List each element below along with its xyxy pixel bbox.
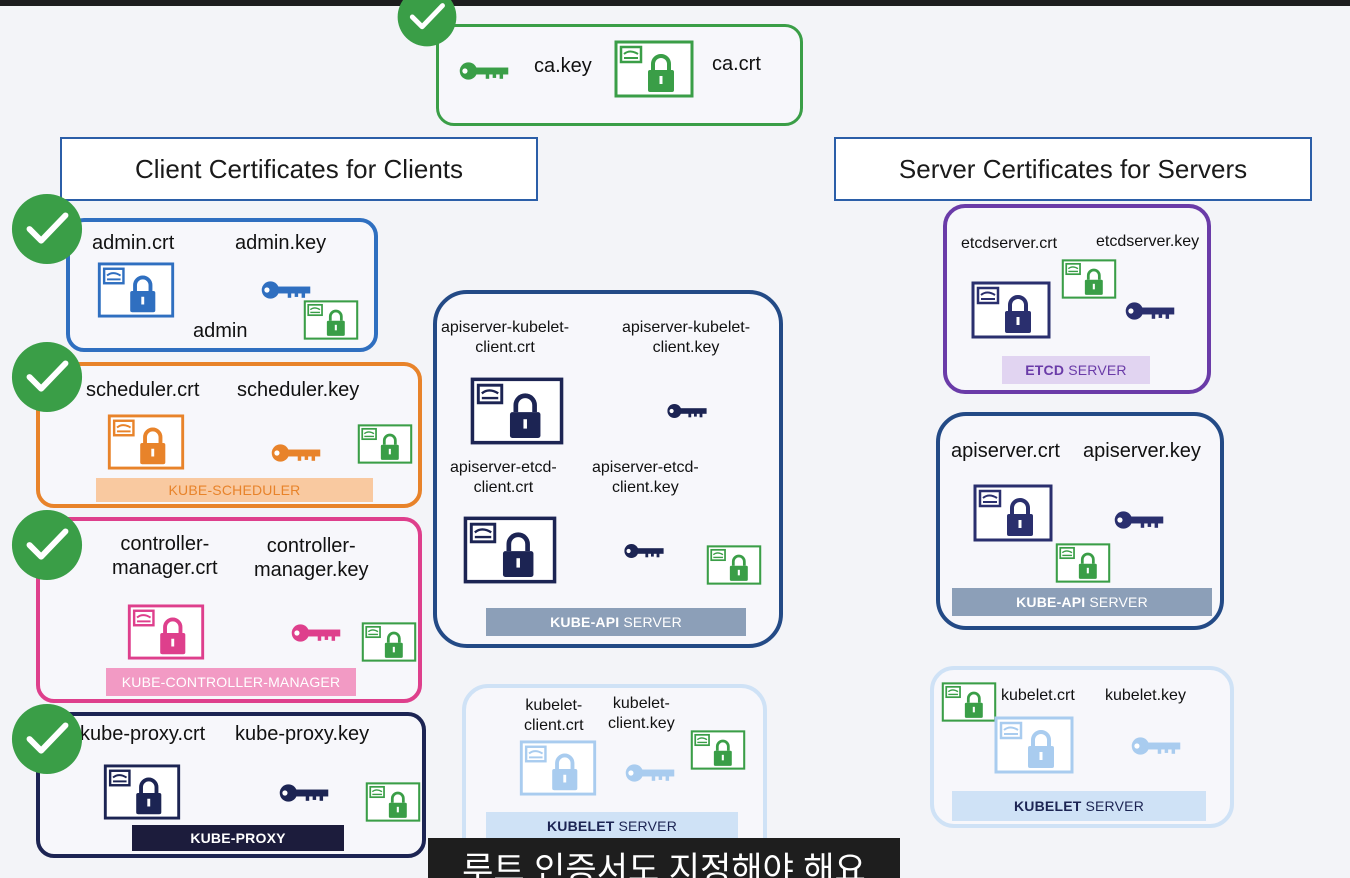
window-top-bar [0, 0, 1350, 6]
ca-cert-small-icon [1055, 543, 1111, 583]
kubelet-client-key-icon [624, 762, 676, 784]
kubelet-crt-label: kubelet.crt [1001, 687, 1075, 704]
ca-cert-small-icon [365, 782, 421, 822]
apiserver-crt-label: apiserver.crt [951, 440, 1060, 462]
kube-proxy-key-label: kube-proxy.key [235, 723, 370, 745]
kubelet-key-label: kubelet.key [1105, 687, 1186, 704]
scheduler-crt-label: scheduler.crt [86, 379, 200, 401]
etcdserver-key-label: etcdserver.key [1096, 233, 1200, 250]
ca-cert-small-icon [1061, 259, 1117, 299]
ca-cert-small-icon [690, 730, 746, 770]
kubelet-cert-icon [994, 716, 1074, 774]
client-certificates-header: Client Certificates for Clients [60, 137, 538, 201]
checkmark-icon [10, 508, 84, 582]
kube-proxy-key-icon [278, 782, 330, 804]
apiserver-key-icon [1113, 509, 1165, 531]
controller-key-icon [290, 622, 342, 644]
admin-cert-icon [96, 262, 176, 318]
ca-cert-small-icon [303, 300, 359, 340]
etcdserver-key-icon [1124, 300, 1176, 322]
apiserver-key-label: apiserver.key [1083, 440, 1201, 462]
scheduler-cert-icon [106, 414, 186, 470]
apiserver-cert-icon [973, 484, 1053, 542]
apiserver-etcd-client-crt-label: apiserver-etcd-client.crt [450, 459, 557, 496]
scheduler-key-icon [270, 442, 322, 464]
kube-controller-manager-tag: KUBE-CONTROLLER-MANAGER [106, 668, 356, 696]
ca-key-icon [458, 60, 510, 82]
ca-cert-small-icon [357, 424, 413, 464]
admin-key-label: admin.key [235, 232, 327, 254]
apiserver-kubelet-client-crt-label: apiserver-kubelet-client.crt [441, 319, 570, 356]
kubelet-client-key-label: kubelet-client.key [608, 695, 675, 732]
ca-crt-label: ca.crt [712, 53, 761, 75]
ca-key-label: ca.key [534, 55, 592, 77]
apiserver-etcd-client-cert-icon [462, 516, 558, 584]
kubelet-client-cert-icon [518, 740, 598, 796]
apiserver-kubelet-client-key-icon [666, 402, 708, 420]
checkmark-icon [389, 0, 465, 62]
controller-cert-icon [126, 604, 206, 660]
kube-api-client-box [433, 290, 783, 648]
etcdserver-cert-icon [971, 281, 1051, 339]
apiserver-kubelet-client-key-label: apiserver-kubelet-client.key [622, 319, 751, 356]
video-subtitle: 루트 인증서도 지정해야 해요 [428, 838, 900, 878]
kube-proxy-tag: KUBE-PROXY [132, 825, 344, 851]
ca-cert-small-icon [706, 545, 762, 585]
checkmark-icon [10, 192, 84, 266]
kube-proxy-crt-label: kube-proxy.crt [80, 723, 206, 745]
server-certificates-header: Server Certificates for Servers [834, 137, 1312, 201]
controller-crt-label: controller-manager.crt [112, 533, 218, 579]
apiserver-etcd-client-key-icon [623, 542, 665, 560]
kube-proxy-box [36, 712, 426, 858]
admin-crt-label: admin.crt [92, 232, 175, 254]
ca-cert-small-icon [361, 622, 417, 662]
admin-key-icon [260, 279, 312, 301]
apiserver-etcd-client-key-label: apiserver-etcd-client.key [592, 459, 699, 496]
kubelet-key-icon [1130, 735, 1182, 757]
controller-key-label: controller-manager.key [254, 535, 369, 581]
admin-name-label: admin [193, 320, 248, 342]
ca-cert-small-icon [941, 682, 997, 722]
kubelet-client-crt-label: kubelet-client.crt [524, 697, 584, 734]
kube-scheduler-tag: KUBE-SCHEDULER [96, 478, 373, 502]
etcdserver-crt-label: etcdserver.crt [961, 235, 1058, 252]
apiserver-kubelet-client-cert-icon [469, 377, 565, 445]
scheduler-key-label: scheduler.key [237, 379, 360, 401]
kube-proxy-cert-icon [102, 764, 182, 820]
checkmark-icon [10, 340, 84, 414]
ca-cert-icon [613, 40, 695, 98]
checkmark-icon [10, 702, 84, 776]
